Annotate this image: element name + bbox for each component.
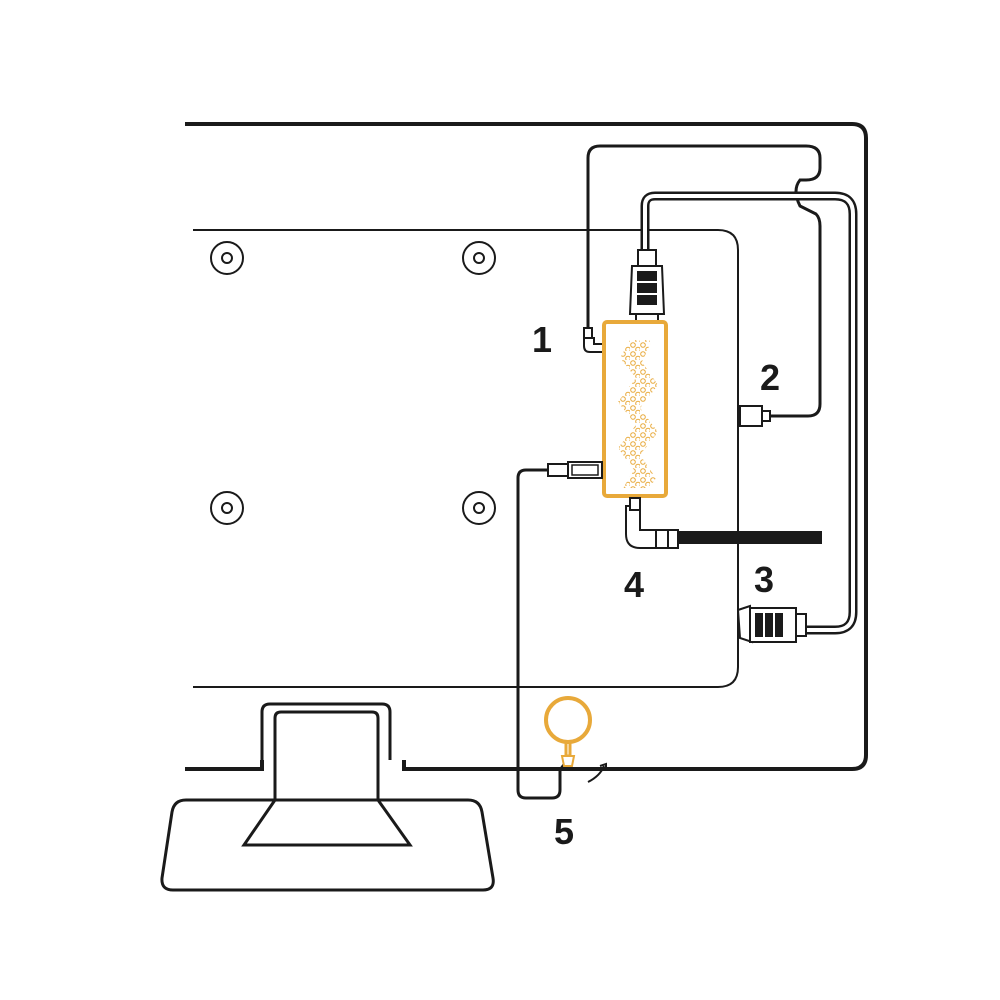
audio-jack-cable	[583, 144, 822, 418]
power-cable	[625, 497, 822, 549]
callout-3: 3	[754, 559, 774, 600]
inner-mount-panel	[193, 229, 739, 688]
callout-1: 1	[532, 319, 552, 360]
ir-sensor-eye	[544, 696, 592, 767]
vesa-mount-hole	[462, 491, 496, 525]
hdmi-connector-port	[736, 604, 807, 644]
tv-stand	[160, 702, 495, 892]
tv-rear-panel	[185, 122, 868, 771]
hdmi-connector-top	[628, 249, 666, 323]
rotate-arrowhead-icon	[599, 762, 607, 771]
vesa-mount-hole	[210, 491, 244, 525]
callout-2: 2	[760, 357, 780, 398]
rotate-arrow-icon	[587, 765, 605, 783]
vesa-mount-hole	[210, 241, 244, 275]
ir-sensor-cable	[516, 461, 603, 800]
usb-plug	[739, 405, 771, 427]
vesa-mount-hole	[462, 241, 496, 275]
callout-4: 4	[624, 564, 644, 605]
media-stick-device	[602, 320, 668, 498]
hdmi-cable	[640, 191, 858, 635]
callout-5: 5	[554, 811, 574, 852]
